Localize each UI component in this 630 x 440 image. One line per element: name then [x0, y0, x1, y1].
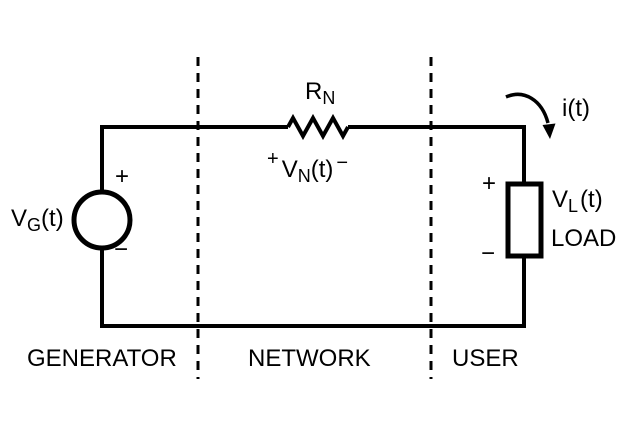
wire-resistor-to-load: [348, 125, 526, 184]
generator-voltage-base: V: [11, 205, 28, 232]
load-voltage-base: V: [552, 186, 569, 213]
generator-voltage-subscript: G: [27, 215, 42, 235]
generator-plus-sign: +: [115, 163, 130, 190]
load-name-label: LOAD: [551, 225, 617, 252]
load-minus-sign: −: [481, 240, 496, 267]
network-voltage-plus-sign: +: [267, 148, 279, 170]
network-voltage-label: +VN(t)−: [267, 149, 348, 185]
voltage-source-circle-symbol: [71, 189, 133, 251]
load-voltage-label: VL(t): [552, 186, 603, 216]
section-label-user: USER: [452, 345, 519, 372]
network-voltage-minus-sign: −: [336, 152, 349, 174]
resistor-zigzag-symbol: [286, 113, 350, 141]
current-arrow-arc: [505, 92, 550, 124]
section-label-network: NETWORK: [248, 345, 371, 372]
current-label: i(t): [562, 95, 590, 122]
generator-minus-sign: −: [114, 236, 129, 263]
load-box-symbol: [505, 181, 544, 259]
wire-generator-to-resistor: [100, 125, 288, 192]
load-voltage-subscript: L: [568, 196, 579, 216]
wire-return-bottom: [100, 248, 526, 328]
network-voltage-base: V: [281, 156, 298, 183]
generator-voltage-suffix: (t): [41, 205, 64, 232]
resistor-label-subscript: N: [322, 88, 336, 108]
network-voltage-suffix: (t): [310, 156, 334, 183]
load-voltage-suffix: (t): [580, 186, 603, 213]
current-arrow-head-icon: [542, 123, 556, 139]
section-label-generator: GENERATOR: [27, 345, 177, 372]
generator-voltage-label: VG(t): [11, 205, 64, 235]
network-voltage-subscript: N: [297, 166, 311, 186]
resistor-label: RN: [305, 78, 335, 108]
resistor-label-base: R: [305, 78, 323, 105]
load-plus-sign: +: [482, 170, 497, 197]
